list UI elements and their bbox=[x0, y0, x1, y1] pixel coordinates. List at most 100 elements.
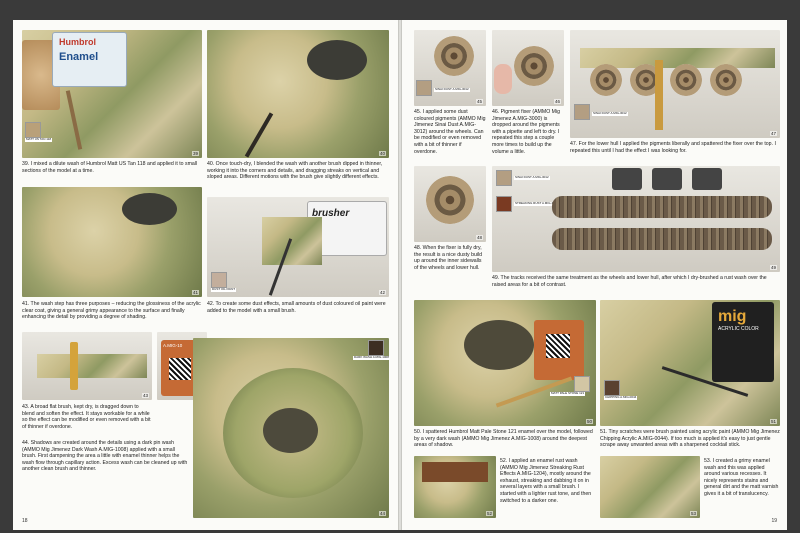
brush bbox=[244, 112, 274, 158]
photo-50: 50 bbox=[414, 300, 596, 426]
photo-49: SINAI DUST A.MIG-3012 STREAKING RUST A.M… bbox=[492, 166, 780, 272]
caption-44: 44. Shadows are created around the detai… bbox=[22, 440, 188, 473]
cupola bbox=[464, 320, 534, 370]
track-run bbox=[552, 228, 772, 250]
track-run bbox=[552, 196, 772, 218]
qr-code bbox=[546, 334, 570, 358]
road-wheel bbox=[514, 46, 554, 86]
photo-51: mig ACRYLIC COLOR 51 bbox=[600, 300, 780, 426]
color-swatch bbox=[496, 196, 512, 212]
photo-47: 47 bbox=[570, 30, 780, 138]
color-swatch bbox=[368, 340, 384, 356]
caption-47: 47. For the lower hull I applied the pig… bbox=[570, 141, 776, 154]
caption-48: 48. When the fixer is fully dry, the res… bbox=[414, 245, 483, 271]
caption-46: 46. Pigment fixer (AMMO Mig Jimenez A.MI… bbox=[492, 109, 561, 155]
book-spine bbox=[398, 20, 402, 530]
figure-number: 53 bbox=[689, 511, 697, 516]
swatch-label: SINAI DUST A.MIG-3012 bbox=[434, 87, 470, 92]
caption-42: 42. To create some dust effects, small a… bbox=[207, 301, 386, 314]
road-wheel bbox=[670, 64, 702, 96]
tin-brand: Humbrol bbox=[59, 37, 96, 47]
photo-52: 52 bbox=[414, 456, 496, 518]
hull-part bbox=[37, 354, 147, 378]
swatch-label: SINAI DUST A.MIG-3012 bbox=[514, 175, 550, 180]
figure-number: 48 bbox=[475, 235, 483, 240]
pigment-brush bbox=[655, 60, 663, 130]
color-swatch bbox=[574, 104, 590, 120]
swatch-label: CHIPPING A.MIG-0044 bbox=[604, 395, 638, 400]
qr-code bbox=[169, 358, 191, 380]
photo-41: 41 bbox=[22, 187, 202, 297]
photo-48: 48 bbox=[414, 166, 486, 242]
swatch-label: MATT US TAN 118 bbox=[25, 137, 53, 142]
color-swatch bbox=[574, 376, 590, 392]
exhaust bbox=[422, 462, 488, 482]
caption-51: 51. Tiny scratches were brush painted us… bbox=[600, 429, 780, 449]
brusher-text: brusher bbox=[312, 208, 350, 219]
jar-label: A.MIG-10 bbox=[163, 343, 183, 348]
color-swatch bbox=[496, 170, 512, 186]
pigment-jar bbox=[652, 168, 682, 190]
caption-53: 53. I created a grimy enamel wash and th… bbox=[704, 458, 779, 497]
swatch-label: STREAKING RUST A.MIG-1204 bbox=[514, 201, 560, 206]
swatch-label: DUST OIL PAINT bbox=[211, 287, 237, 292]
color-swatch bbox=[416, 80, 432, 96]
figure-number: 41 bbox=[191, 290, 199, 295]
page-number: 19 bbox=[771, 518, 777, 524]
brush bbox=[65, 90, 83, 150]
color-swatch bbox=[211, 272, 227, 288]
road-wheel bbox=[426, 176, 474, 224]
photo-39: Humbrol Enamel 39 bbox=[22, 30, 202, 158]
swatch-label: SINAI DUST A.MIG-3012 bbox=[592, 111, 628, 116]
figure-number: 49 bbox=[769, 265, 777, 270]
pigment-jar bbox=[612, 168, 642, 190]
turret-hatch bbox=[307, 40, 367, 80]
finger bbox=[494, 64, 512, 94]
turret-hatch bbox=[122, 193, 177, 225]
road-wheel bbox=[434, 36, 474, 76]
caption-49: 49. The tracks received the same treatme… bbox=[492, 275, 767, 288]
caption-41: 41. The wash step has three purposes – r… bbox=[22, 301, 201, 321]
left-page: Humbrol Enamel 39 MATT US TAN 118 39. I … bbox=[13, 20, 398, 530]
pigment-jar bbox=[692, 168, 722, 190]
photo-40: 40 bbox=[207, 30, 389, 158]
caption-43: 43. A broad flat brush, kept dry, is dra… bbox=[22, 404, 151, 430]
photo-42: brusher 42 bbox=[207, 197, 389, 297]
figure-number: 51 bbox=[769, 419, 777, 424]
photo-43: 43 bbox=[22, 332, 152, 400]
page-number: 18 bbox=[22, 518, 28, 524]
mig-subtitle: ACRYLIC COLOR bbox=[718, 326, 759, 332]
caption-39: 39. I mixed a dilute wash of Humbrol Mat… bbox=[22, 161, 198, 174]
figure-number: 44 bbox=[378, 511, 386, 516]
figure-number: 45 bbox=[475, 99, 483, 104]
figure-number: 43 bbox=[141, 393, 149, 398]
right-page: 45 SINAI DUST A.MIG-3012 45. I applied s… bbox=[402, 20, 787, 530]
swatch-label: MATT PALE STONE 121 bbox=[550, 391, 586, 396]
mig-logo: mig bbox=[718, 308, 747, 325]
caption-40: 40. Once touch-dry, I blended the wash w… bbox=[207, 161, 383, 181]
figure-number: 40 bbox=[378, 151, 386, 156]
color-swatch bbox=[25, 122, 41, 138]
humbrol-tin: Humbrol Enamel bbox=[52, 32, 127, 87]
swatch-label: DARK WASH A.MIG-1008 bbox=[353, 355, 390, 360]
photo-44: 44 bbox=[193, 338, 389, 518]
road-wheel bbox=[710, 64, 742, 96]
caption-52: 52. I applied an enamel rust wash (AMMO … bbox=[500, 458, 592, 504]
figure-number: 52 bbox=[485, 511, 493, 516]
hull-part bbox=[262, 217, 322, 265]
road-wheel bbox=[590, 64, 622, 96]
photo-46: 46 bbox=[492, 30, 564, 106]
caption-45: 45. I applied some dust coloured pigment… bbox=[414, 109, 486, 155]
flat-brush bbox=[70, 342, 78, 390]
figure-number: 46 bbox=[553, 99, 561, 104]
figure-number: 47 bbox=[769, 131, 777, 136]
photo-53: 53 bbox=[600, 456, 700, 518]
lower-hull bbox=[580, 48, 775, 68]
tin-word: Enamel bbox=[59, 51, 99, 63]
cupola bbox=[263, 408, 318, 453]
figure-number: 42 bbox=[378, 290, 386, 295]
photo-45: 45 bbox=[414, 30, 486, 106]
caption-50: 50. I spattered Humbrol Matt Pale Stone … bbox=[414, 429, 593, 449]
wash-jar bbox=[534, 320, 584, 380]
figure-number: 39 bbox=[191, 151, 199, 156]
